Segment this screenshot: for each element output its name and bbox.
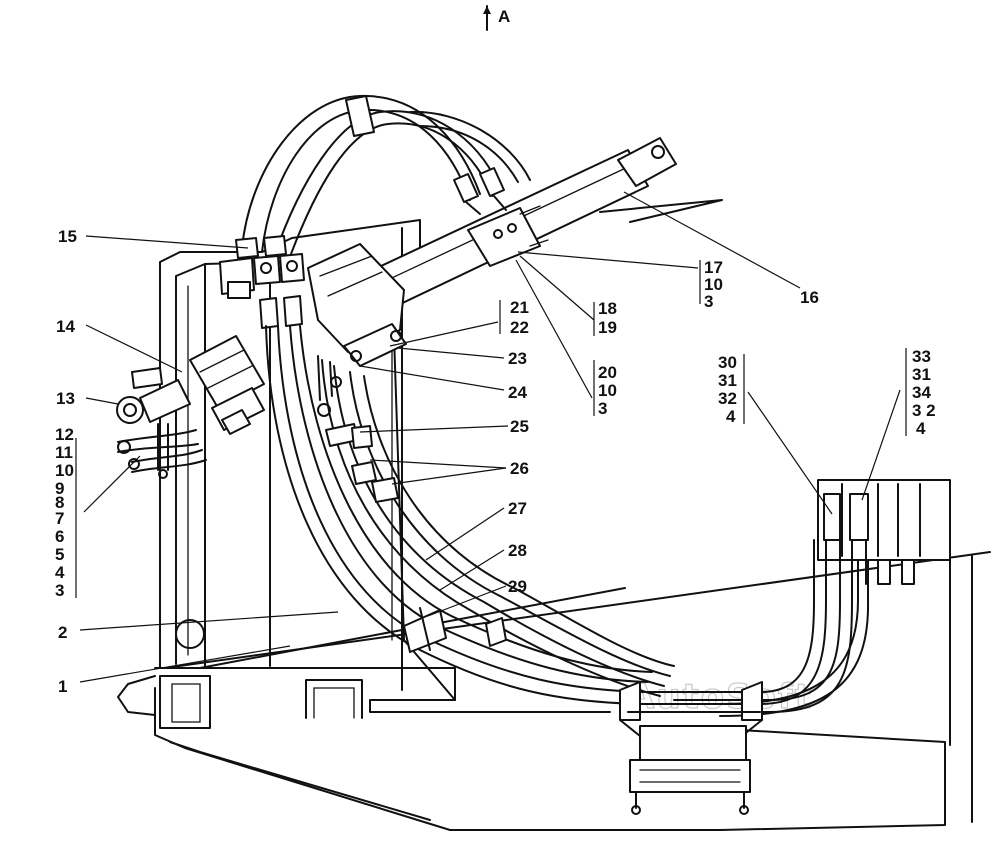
callout-23: 23 — [508, 349, 527, 368]
callout-stack-30-b: 31 — [718, 371, 737, 390]
callout-stack-21-a: 21 — [510, 298, 529, 317]
callout-26: 26 — [510, 459, 529, 478]
callout-stack-18-b: 19 — [598, 318, 617, 337]
callout-24: 24 — [508, 383, 527, 402]
callout-12: 12 — [55, 425, 74, 444]
callout-stack-30-d: 4 — [726, 407, 736, 426]
callout-7: 7 — [55, 509, 64, 528]
callout-6: 6 — [55, 527, 64, 546]
callout-25: 25 — [510, 417, 529, 436]
callout-stack-20-a: 20 — [598, 363, 617, 382]
callout-9: 9 — [55, 479, 64, 498]
callout-13: 13 — [56, 389, 75, 408]
callout-stack-17-b: 10 — [704, 275, 723, 294]
deflector-plate — [599, 199, 723, 223]
main-hose-bundle — [265, 325, 870, 717]
callout-14: 14 — [56, 317, 75, 336]
callout-stack-33-a: 33 — [912, 347, 931, 366]
callout-3: 3 — [55, 581, 64, 600]
callout-15: 15 — [58, 227, 77, 246]
callout-stack-33-d: 3 2 — [912, 401, 936, 420]
callout-stack-17-c: 3 — [704, 292, 713, 311]
callout-4: 4 — [55, 563, 65, 582]
callout-29: 29 — [508, 577, 527, 596]
leader-lines — [75, 191, 907, 683]
callout-stack-33-e: 4 — [916, 419, 926, 438]
view-arrow: A — [483, 5, 510, 31]
callout-16: 16 — [800, 288, 819, 307]
callout-stack-20-c: 3 — [598, 399, 607, 418]
callout-1: 1 — [58, 677, 67, 696]
callout-27: 27 — [508, 499, 527, 518]
callout-2: 2 — [58, 623, 67, 642]
callout-stack-18-a: 18 — [598, 299, 617, 318]
callout-stack-17-a: 17 — [704, 258, 723, 277]
callout-stack-21-b: 22 — [510, 318, 529, 337]
connector-block — [817, 479, 951, 585]
callout-8: 8 — [55, 493, 64, 512]
lower-clamp-bracket — [619, 681, 763, 815]
callout-10: 10 — [55, 461, 74, 480]
callout-5: 5 — [55, 545, 64, 564]
callout-11: 11 — [55, 443, 73, 462]
distributor — [189, 335, 265, 435]
callout-stack-20-b: 10 — [598, 381, 617, 400]
view-label: A — [498, 7, 510, 26]
callout-labels: 15 14 13 12 11 10 9 8 7 6 5 4 3 2 1 16 2… — [55, 227, 936, 696]
callout-stack-30-a: 30 — [718, 353, 737, 372]
callout-28: 28 — [508, 541, 527, 560]
top-hose-loop — [241, 94, 531, 263]
callout-stack-33-b: 31 — [912, 365, 931, 384]
callout-stack-30-c: 32 — [718, 389, 737, 408]
coupling-tee — [116, 367, 207, 479]
valve-block — [307, 243, 407, 367]
callout-stack-33-c: 34 — [912, 383, 931, 402]
